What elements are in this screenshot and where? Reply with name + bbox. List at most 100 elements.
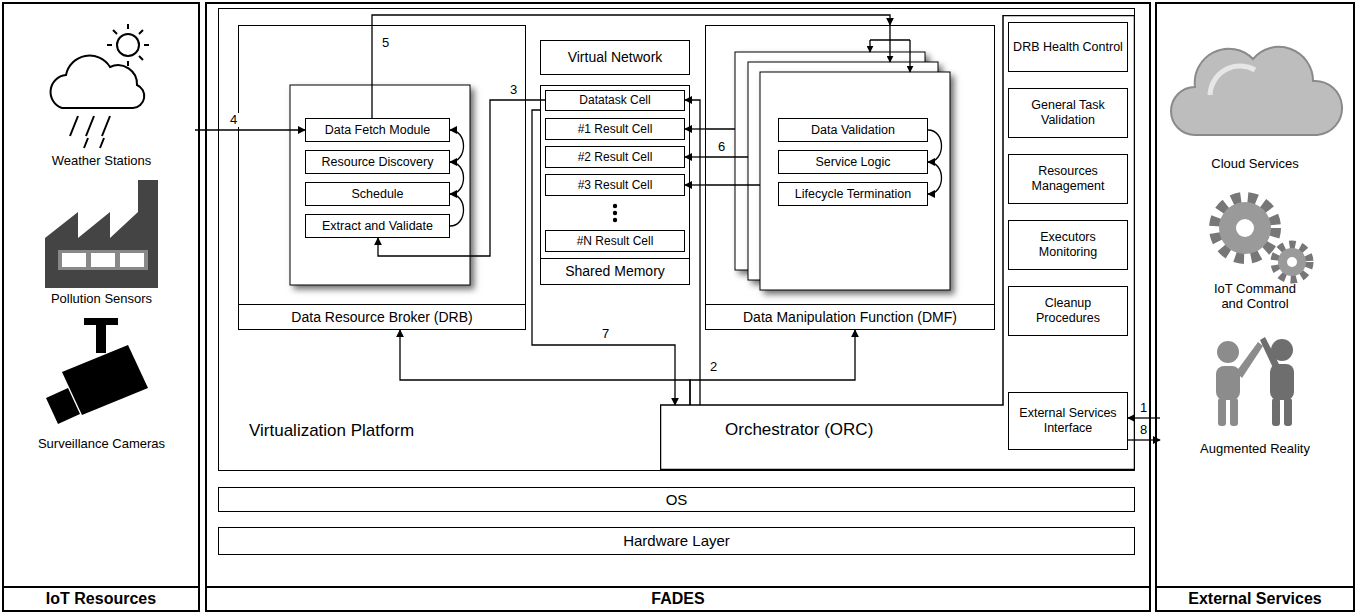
node-label: Resources Management bbox=[1013, 164, 1123, 194]
region-outline-path bbox=[661, 16, 1135, 470]
callout-number: 8 bbox=[1138, 423, 1149, 437]
node-label: Extract and Validate bbox=[322, 219, 433, 234]
camera-icon bbox=[46, 318, 148, 424]
callout-number: 1 bbox=[1138, 401, 1149, 415]
node-label: Resource Discovery bbox=[322, 155, 434, 170]
service-box: Executors Monitoring bbox=[1008, 220, 1128, 270]
node-label: #2 Result Cell bbox=[578, 150, 653, 164]
node-label: Orchestrator (ORC) bbox=[725, 420, 873, 440]
service-box: Resources Management bbox=[1008, 154, 1128, 204]
node-label: Virtualization Platform bbox=[249, 421, 414, 441]
name-band: IoT Resources bbox=[4, 586, 198, 610]
callout-number: 5 bbox=[380, 36, 391, 50]
gears-icon bbox=[1215, 198, 1309, 279]
name-band: External Services bbox=[1157, 586, 1353, 610]
node-label: Data Manipulation Function (DMF) bbox=[743, 309, 957, 326]
icon-node: Augmented Reality bbox=[1160, 330, 1350, 460]
connector-arrow bbox=[685, 184, 705, 185]
node-label: Weather Stations bbox=[17, 153, 187, 169]
node-label: External Services Interface bbox=[1013, 406, 1123, 436]
orchestrator-region: Orchestrator (ORC) DRB Health ControlGene… bbox=[660, 15, 1135, 470]
icon-node: Cloud Services bbox=[1160, 20, 1350, 175]
module-box: Data Fetch Module bbox=[305, 118, 450, 142]
connector-arrow bbox=[400, 330, 690, 405]
network-box: Virtual Network bbox=[540, 40, 690, 75]
dmf-cards bbox=[735, 52, 950, 290]
cloud-icon bbox=[1171, 47, 1342, 135]
module-box: Extract and Validate bbox=[305, 214, 450, 238]
name-band: Data Manipulation Function (DMF) bbox=[706, 304, 994, 329]
people-icon bbox=[1216, 337, 1294, 426]
memory-cell: #1 Result Cell bbox=[545, 118, 685, 140]
connector-arrow bbox=[450, 162, 464, 194]
name-band: Data Resource Broker (DRB) bbox=[239, 304, 525, 329]
node-label: #N Result Cell bbox=[577, 234, 654, 248]
connector-arrow bbox=[195, 129, 305, 130]
callout-number: 2 bbox=[708, 360, 719, 374]
node-label: Executors Monitoring bbox=[1013, 230, 1123, 260]
memory-cell: #2 Result Cell bbox=[545, 146, 685, 168]
factory-icon bbox=[45, 180, 158, 288]
callout-number: 4 bbox=[228, 113, 239, 127]
name-band: Shared Memory bbox=[541, 258, 689, 284]
node-label: Surveillance Cameras bbox=[17, 436, 187, 452]
icon-node: Pollution Sensors bbox=[8, 180, 195, 310]
node-label: Data Resource Broker (DRB) bbox=[291, 309, 472, 326]
node-label: IoT Command and Control bbox=[1208, 281, 1303, 312]
node-label: Data Validation bbox=[811, 123, 895, 138]
node-label: FADES bbox=[651, 589, 704, 608]
callout-number: 3 bbox=[508, 83, 519, 97]
connector-arrow bbox=[928, 130, 942, 162]
node-label: External Services bbox=[1188, 589, 1321, 608]
callout-number: 7 bbox=[600, 327, 611, 341]
node-label: Cloud Services bbox=[1170, 156, 1340, 172]
node-label: Datatask Cell bbox=[579, 93, 650, 107]
weather-icon bbox=[51, 24, 149, 148]
node-label: DRB Health Control bbox=[1013, 40, 1123, 55]
node-label: Service Logic bbox=[815, 155, 890, 170]
memory-cell: Datatask Cell bbox=[545, 90, 685, 111]
service-box: External Services Interface bbox=[1008, 392, 1128, 450]
panel: External Services Cloud ServicesIoT Comma… bbox=[1155, 2, 1355, 612]
module-box: Service Logic bbox=[778, 150, 928, 174]
node-label: Virtual Network bbox=[568, 49, 663, 66]
node-label: #1 Result Cell bbox=[578, 122, 653, 136]
node-label: #3 Result Cell bbox=[578, 178, 653, 192]
platform-box: Virtualization Platform Data Resource Bro… bbox=[218, 8, 1135, 471]
name-band: FADES bbox=[207, 586, 1149, 610]
service-box: Cleanup Procedures bbox=[1008, 286, 1128, 336]
node-label: Hardware Layer bbox=[623, 532, 730, 550]
node-label: General Task Validation bbox=[1013, 98, 1123, 128]
node-label: Data Fetch Module bbox=[325, 123, 431, 138]
drb-card bbox=[290, 85, 470, 285]
memory-cell: #N Result Cell bbox=[545, 230, 685, 252]
node-label: Schedule bbox=[351, 187, 403, 202]
connector-arrow bbox=[685, 128, 705, 129]
memory-cell: #3 Result Cell bbox=[545, 174, 685, 196]
icon-node: Surveillance Cameras bbox=[8, 320, 195, 455]
memory-box: Shared Memory Datatask Cell #1 Result Cell… bbox=[540, 85, 690, 285]
panel: IoT Resources Weather StationsPollution S… bbox=[2, 2, 200, 612]
connector-arrow bbox=[928, 162, 942, 194]
broker-box: Data Resource Broker (DRB) Data Fetch Mod… bbox=[238, 25, 526, 330]
layer-bar: OS bbox=[218, 487, 1135, 512]
layer-bar: Hardware Layer bbox=[218, 527, 1135, 555]
module-box: Resource Discovery bbox=[305, 150, 450, 174]
node-label: IoT Resources bbox=[46, 589, 156, 608]
node-label: Shared Memory bbox=[565, 263, 665, 280]
callout-number: 6 bbox=[716, 140, 727, 154]
panel: FADES Virtualization Platform Data Resourc… bbox=[205, 2, 1151, 612]
function-box: Data Manipulation Function (DMF) Data Val… bbox=[705, 25, 995, 330]
connector-arrow bbox=[450, 130, 464, 162]
service-box: General Task Validation bbox=[1008, 88, 1128, 138]
ellipsis-dots bbox=[613, 204, 617, 222]
node-label: Augmented Reality bbox=[1170, 441, 1340, 457]
connector-arrow bbox=[450, 194, 464, 226]
connector-arrow bbox=[690, 330, 855, 405]
module-box: Schedule bbox=[305, 182, 450, 206]
service-box: DRB Health Control bbox=[1008, 22, 1128, 72]
module-box: Lifecycle Termination bbox=[778, 182, 928, 206]
connector-arrow bbox=[685, 100, 700, 405]
connector-arrow bbox=[685, 156, 705, 157]
